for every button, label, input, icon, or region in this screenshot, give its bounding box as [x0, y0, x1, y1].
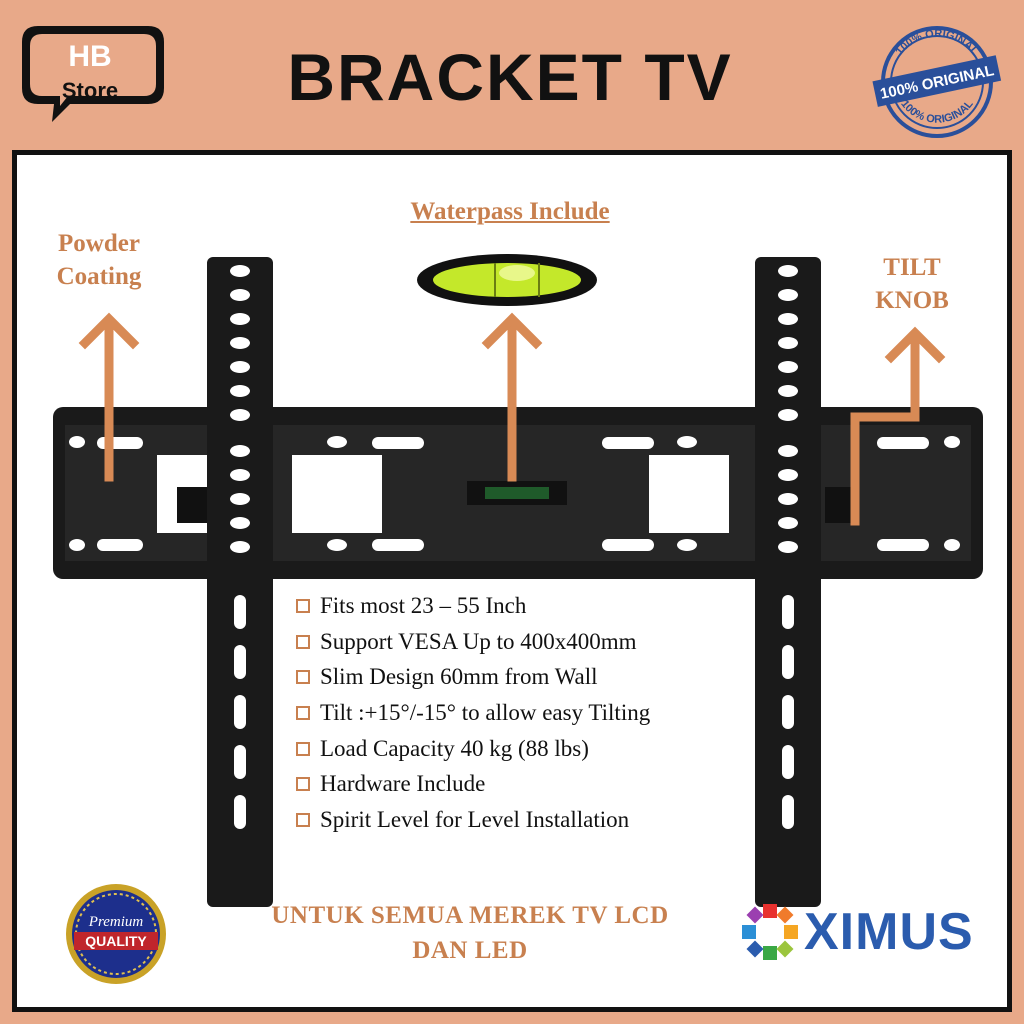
page-title: BRACKET TV [287, 40, 733, 114]
spirit-level-icon [417, 254, 597, 306]
bracket-illustration [53, 254, 983, 907]
wall-plate [53, 407, 983, 579]
svg-text:100% ORIGINAL: 100% ORIGINAL [893, 28, 980, 58]
store-logo [18, 18, 168, 133]
right-vertical-arm [755, 257, 821, 907]
brand-logo: XIMUS [740, 902, 974, 962]
list-item: Slim Design 60mm from Wall [296, 659, 650, 695]
waterpass-label: Waterpass Include [410, 198, 610, 225]
footer-caption: UNTUK SEMUA MEREK TV LCD DAN LED [200, 898, 740, 968]
premium-quality-badge: Premium QUALITY [64, 882, 168, 991]
store-logo-subtext: Store [61, 78, 119, 103]
checkbox-icon [296, 812, 310, 827]
tilt-knob-label: TILT KNOB [875, 254, 949, 314]
badge-quality-text: QUALITY [85, 933, 147, 949]
brand-name: XIMUS [804, 903, 974, 961]
arrow-up-icon [78, 312, 140, 482]
badge-premium-text: Premium [88, 914, 144, 930]
list-item: Hardware Include [296, 766, 650, 802]
checkbox-icon [296, 634, 310, 649]
speech-bubble-icon [22, 26, 164, 122]
powder-coating-label: Powder Coating [56, 230, 142, 290]
svg-text:100% ORIGINAL: 100% ORIGINAL [898, 98, 976, 126]
footer-line-2: DAN LED [412, 937, 528, 964]
content-panel [12, 150, 1012, 1012]
left-vertical-arm [207, 257, 273, 907]
footer-line-1: UNTUK SEMUA MEREK TV LCD [271, 902, 669, 929]
checkbox-icon [296, 777, 310, 792]
original-stamp: 100% ORIGINAL 100% ORIGINAL 100% ORIGINA… [872, 22, 1002, 147]
store-logo-text: HB [68, 40, 112, 73]
checkbox-icon [296, 670, 310, 685]
features-list: Fits most 23 – 55 Inch Support VESA Up t… [296, 588, 650, 838]
checkbox-icon [296, 598, 310, 613]
checkbox-icon [296, 741, 310, 756]
checkbox-icon [296, 705, 310, 720]
list-item: Fits most 23 – 55 Inch [296, 588, 650, 624]
arrow-up-icon [481, 312, 543, 482]
arrow-up-icon [850, 326, 946, 526]
gear-icon [742, 904, 798, 960]
stamp-top-text: 100% ORIGINAL [893, 28, 980, 58]
list-item: Load Capacity 40 kg (88 lbs) [296, 731, 650, 767]
list-item: Support VESA Up to 400x400mm [296, 624, 650, 660]
list-item: Tilt :+15°/-15° to allow easy Tilting [296, 695, 650, 731]
stamp-bottom-text: 100% ORIGINAL [898, 98, 976, 126]
list-item: Spirit Level for Level Installation [296, 802, 650, 838]
